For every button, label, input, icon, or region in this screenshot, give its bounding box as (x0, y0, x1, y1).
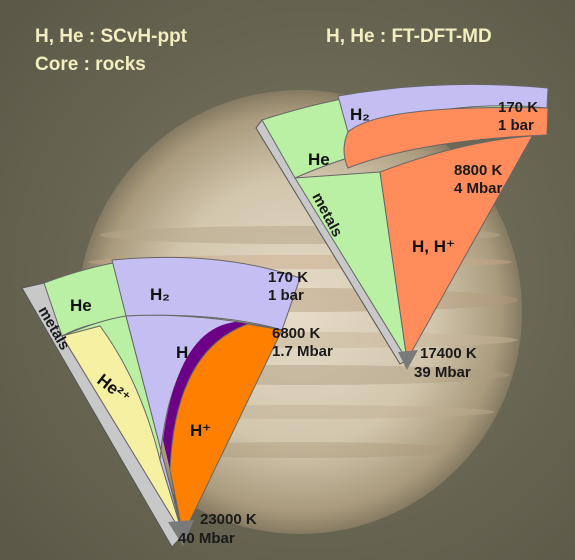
left-he-label: He (70, 296, 92, 315)
right-mid-temp: 8800 K (454, 162, 503, 179)
header-right: H, He : FT-DFT-MD (326, 26, 492, 47)
header-left-line1: H, He : SCvH-ppt (35, 26, 188, 47)
right-h2-label: H₂ (350, 105, 370, 124)
right-core-press: 39 Mbar (414, 364, 471, 381)
right-top-temp: 170 K (498, 99, 538, 116)
left-mid-temp: 6800 K (272, 325, 321, 342)
right-h-hplus-label: H, H⁺ (412, 237, 455, 256)
right-core (398, 350, 418, 370)
left-hplus-layer (169, 323, 283, 537)
left-core-press: 40 Mbar (178, 530, 235, 547)
left-boundary-layer (163, 322, 248, 470)
right-he-label: He (308, 150, 330, 169)
right-top-press: 1 bar (498, 117, 534, 134)
right-core-temp: 17400 K (420, 345, 477, 362)
left-top-temp: 170 K (268, 269, 308, 286)
header-left-line2: Core : rocks (35, 54, 146, 75)
right-wedge: H₂ He H, H⁺ metals 170 K 1 bar 8800 K 4 … (255, 83, 549, 381)
left-h-label: H (176, 343, 188, 362)
left-core-temp: 23000 K (200, 511, 257, 528)
left-core (168, 520, 194, 546)
left-top-press: 1 bar (268, 287, 304, 304)
left-hplus-label: H⁺ (190, 421, 211, 440)
left-wedge: He H₂ H He²⁺ H⁺ metals 170 K 1 bar 6800 … (21, 256, 333, 548)
right-mid-press: 4 Mbar (454, 180, 503, 197)
left-mid-press: 1.7 Mbar (272, 343, 333, 360)
left-h2-label: H₂ (150, 285, 170, 304)
